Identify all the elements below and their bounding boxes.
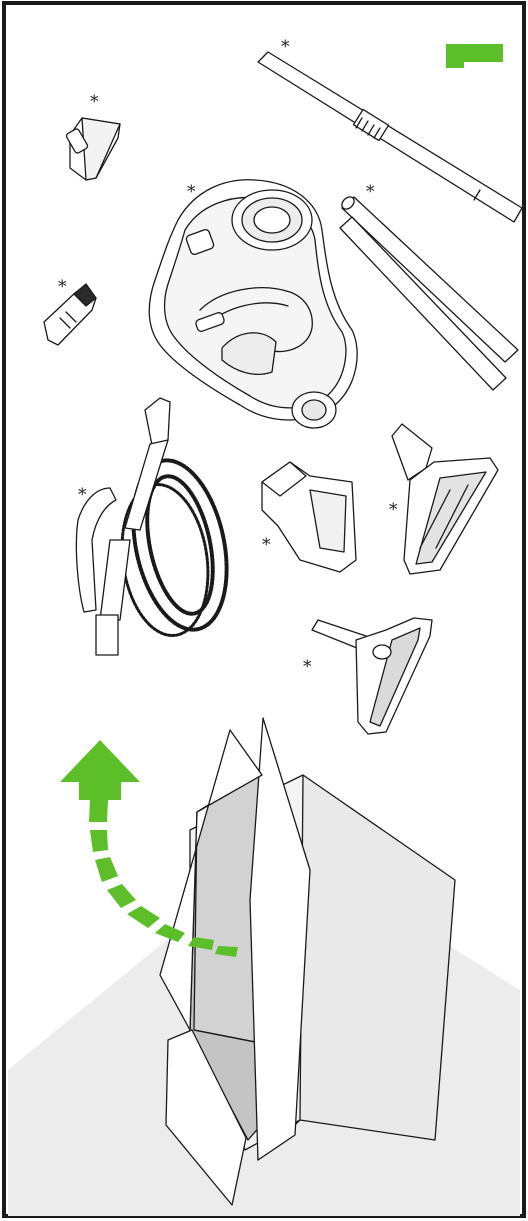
box-flap-bottom bbox=[165, 1029, 247, 1206]
parquet-nozzle bbox=[391, 423, 499, 575]
marker-vacuum-body: * bbox=[187, 182, 196, 202]
box-flap-back bbox=[249, 717, 311, 1161]
marker-turbo-brush: * bbox=[262, 535, 271, 555]
arrow-dash-6 bbox=[155, 924, 185, 942]
tube-slider bbox=[352, 108, 390, 142]
marker-floor-nozzle: * bbox=[303, 657, 312, 677]
marker-hose-with-handle: * bbox=[78, 485, 87, 505]
floor-nozzle bbox=[311, 617, 433, 735]
arrow-dash-2 bbox=[90, 830, 108, 852]
hose-with-handle bbox=[75, 397, 229, 656]
arrow-dash-7 bbox=[188, 937, 214, 950]
turbo-brush bbox=[261, 461, 357, 573]
arrow-dash-8 bbox=[215, 946, 238, 957]
marker-crevice-tool: * bbox=[58, 277, 67, 297]
callout-tab bbox=[446, 44, 503, 68]
marker-parquet-nozzle: * bbox=[389, 500, 398, 520]
marker-extension-tubes: * bbox=[366, 182, 375, 202]
optional-markers: * * * * * * * * * bbox=[58, 37, 398, 677]
arrow-dash-1 bbox=[89, 800, 108, 822]
arrow-head bbox=[60, 740, 140, 800]
extension-tubes bbox=[339, 196, 519, 391]
marker-telescopic-tube: * bbox=[281, 37, 290, 57]
upholstery-nozzle bbox=[65, 117, 121, 181]
arrow-dash-5 bbox=[127, 906, 160, 928]
lift-out-arrow bbox=[60, 740, 238, 957]
crevice-tool bbox=[43, 283, 97, 346]
vacuum-body bbox=[148, 179, 358, 429]
arrow-dash-4 bbox=[107, 884, 136, 908]
open-box bbox=[159, 717, 456, 1206]
arrow-dash-3 bbox=[95, 857, 118, 882]
telescopic-tube bbox=[257, 51, 523, 223]
marker-upholstery-nozzle: * bbox=[90, 92, 99, 112]
cord-rewind-button bbox=[185, 228, 215, 256]
